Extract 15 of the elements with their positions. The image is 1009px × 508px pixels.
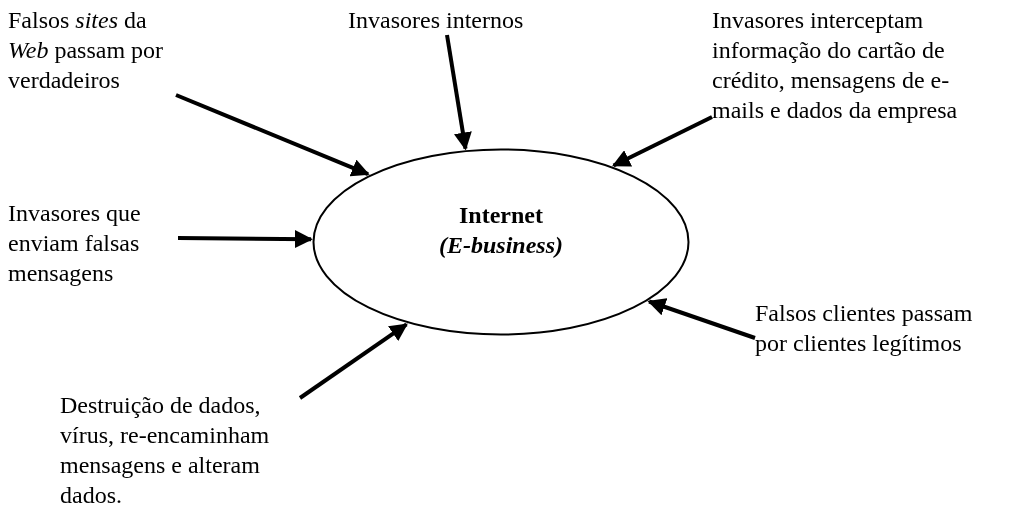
threat-text: Invasores internos [348,6,525,35]
threat-text: Invasores que enviam falsas mensagens [8,199,142,288]
arrow [175,93,370,177]
ellipse-node [312,148,690,336]
threat-text: Invasores interceptam informação do cartão de crédito, mensagens de e-mails e dados da empresa [712,6,959,125]
subtitle: (E-business) [439,231,563,260]
title-text: Internet [459,201,543,230]
arrow [298,322,408,400]
arrow [647,298,756,340]
threat-text: Falsos sites da Web passam por verdadeiros [8,6,165,95]
arrow [177,230,313,249]
arrow [445,34,472,151]
threat-text: Falsos clientes passam por clientes legítimos [755,299,974,358]
arrow [612,115,713,168]
threat-text: Destruição de dados, vírus, re-encaminham mensagens e alteram dados. [60,391,271,508]
